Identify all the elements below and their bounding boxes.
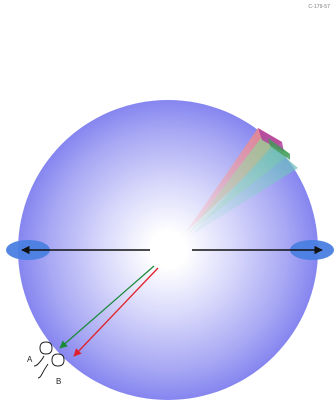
observer-a-icon [33,341,53,367]
cone-teal [190,146,298,236]
label-b: B [56,377,61,386]
red-arrow [73,267,159,357]
cone-cap-green [268,138,290,160]
green-arrow [59,265,155,349]
observer-b-icon [37,353,65,379]
figure-code: C-179-57 [308,4,330,10]
label-a: A [27,355,33,364]
